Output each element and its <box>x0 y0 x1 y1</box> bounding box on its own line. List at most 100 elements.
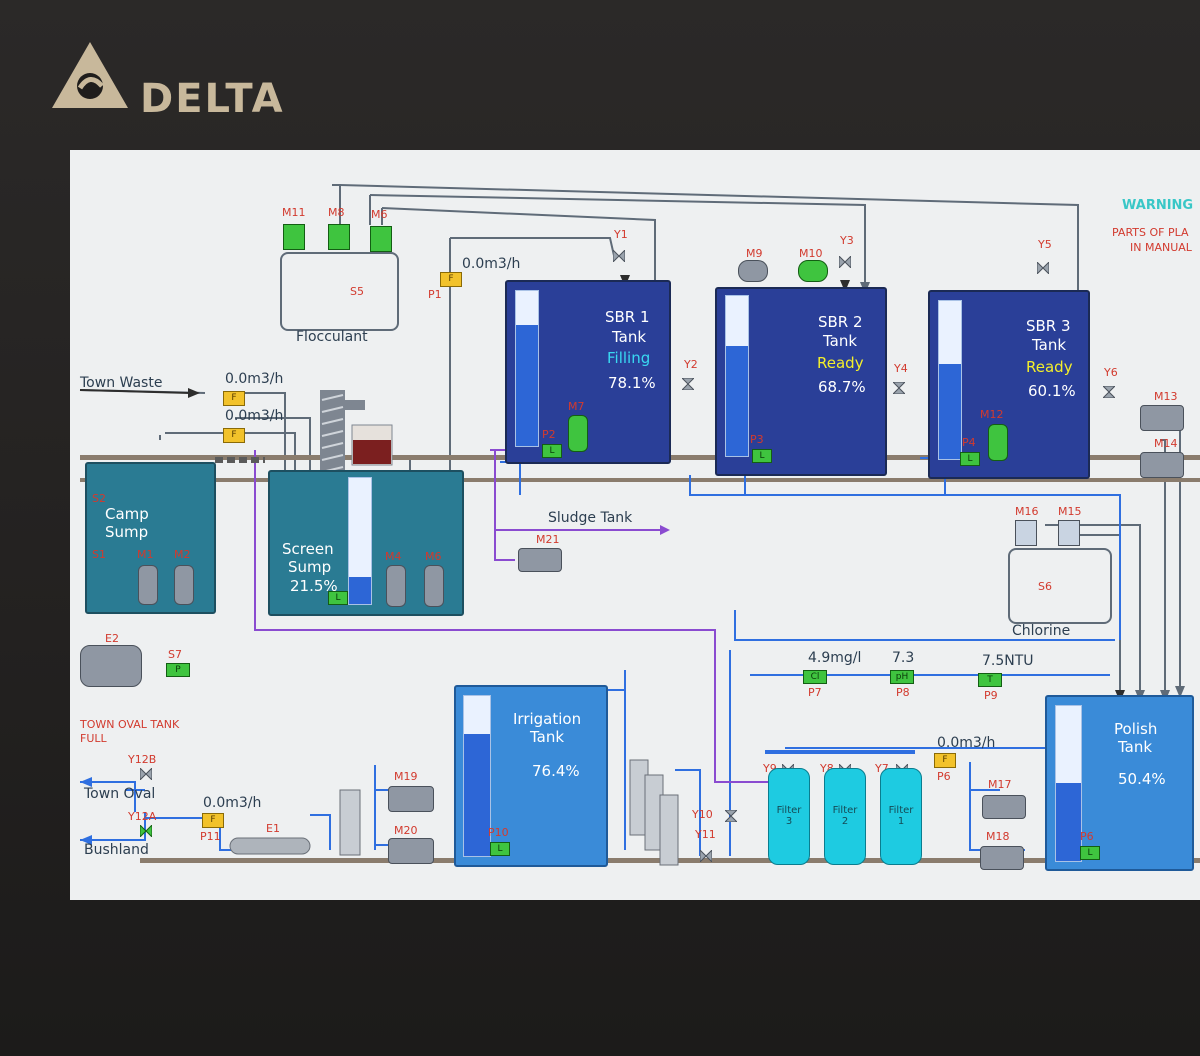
irrigation-level-gauge <box>463 695 491 857</box>
polish-pressure-label: P6 <box>1080 830 1094 843</box>
sbr3-level-tag[interactable]: L <box>960 452 980 466</box>
sbr2-motor-m10-label: M10 <box>799 247 823 260</box>
dosing-pump-m11-icon[interactable] <box>283 224 305 250</box>
hmi-screen: WARNING PARTS OF PLA IN MANUAL M11 M8 M6… <box>70 150 1200 900</box>
blower-m10-icon[interactable] <box>798 260 828 282</box>
polish-pump-m18-icon[interactable] <box>980 846 1024 870</box>
p1-flowmeter-tag[interactable]: F <box>440 272 462 287</box>
sbr1-status: Filling <box>607 349 651 367</box>
turbidity-analyzer-tag[interactable]: T <box>978 673 1002 687</box>
valve-y1-icon[interactable] <box>613 250 625 262</box>
dosing-pump-m8-icon[interactable] <box>328 224 350 250</box>
filter-2[interactable]: Filter 2 <box>824 768 866 865</box>
sbr1-title-2: Tank <box>612 328 647 346</box>
sbr1-level-tag[interactable]: L <box>542 444 562 458</box>
filter-1[interactable]: Filter 1 <box>880 768 922 865</box>
valve-y6-icon[interactable] <box>1103 386 1115 398</box>
flocculant-motor-2-label: M8 <box>328 206 345 219</box>
warning-title: WARNING <box>1122 198 1194 213</box>
sbr3-valve-out-label: Y6 <box>1104 366 1118 379</box>
dosing-pump-m16-icon[interactable] <box>1015 520 1037 546</box>
p11-flow: 0.0m3/h <box>203 795 262 811</box>
screen-sump-level-text: 21.5% <box>290 577 338 595</box>
sbr2-motor-m9-label: M9 <box>746 247 763 260</box>
camp-pump-m1-icon[interactable] <box>138 565 158 605</box>
compressor-sensor-label: S7 <box>168 648 182 661</box>
chlorine-motor-m16-label: M16 <box>1015 505 1039 518</box>
compressor-e2-icon[interactable] <box>80 645 142 687</box>
sbr2-level-tag[interactable]: L <box>752 449 772 463</box>
screen-pump-m4-icon[interactable] <box>386 565 406 607</box>
polish-pump-m17-icon[interactable] <box>982 795 1026 819</box>
screen-pump-m6-icon[interactable] <box>424 565 444 607</box>
filter-3-number: 3 <box>785 816 793 827</box>
valve-y12a-icon[interactable] <box>140 825 152 837</box>
dosing-pump-m15-icon[interactable] <box>1058 520 1080 546</box>
sludge-pump-label: M21 <box>536 533 560 546</box>
valve-y10-icon[interactable] <box>725 810 737 822</box>
valve-y11-icon[interactable] <box>700 850 712 862</box>
sbr2-pressure-label: P3 <box>750 433 764 446</box>
irrigation-pump-m19-icon[interactable] <box>388 786 434 812</box>
ph-analyzer-value: 7.3 <box>892 650 915 666</box>
sbr2-valve-out-label: Y4 <box>894 362 908 375</box>
compressor-pressure-tag[interactable]: P <box>166 663 190 677</box>
flocculant-tank <box>280 252 399 331</box>
sbr3-title-1: SBR 3 <box>1026 317 1071 335</box>
blower-m9-icon[interactable] <box>738 260 768 282</box>
blower-m13-icon[interactable] <box>1140 405 1184 431</box>
chlorine-analyzer-id: P7 <box>808 686 822 699</box>
screen-sump-level-gauge <box>348 477 372 605</box>
camp-flowmeter-tag[interactable]: F <box>223 428 245 443</box>
heat-exchanger-id: E1 <box>266 822 280 835</box>
irrigation-pump-m20-icon[interactable] <box>388 838 434 864</box>
camp-pump-m1-label: M1 <box>137 548 154 561</box>
alarm-line-1: TOWN OVAL TANK <box>80 718 180 731</box>
sbr1-pump-icon[interactable] <box>568 415 588 452</box>
blower-m14-icon[interactable] <box>1140 452 1184 478</box>
irrigation-pressure-label: P10 <box>488 826 509 839</box>
p6-flowmeter-tag[interactable]: F <box>934 753 956 768</box>
sbr3-level-gauge <box>938 300 962 460</box>
irrigation-level-tag[interactable]: L <box>490 842 510 856</box>
filter-3[interactable]: Filter 3 <box>768 768 810 865</box>
dosing-pump-m6-icon[interactable] <box>370 226 392 252</box>
sludge-pump-m21-icon[interactable] <box>518 548 562 572</box>
valve-y4-icon[interactable] <box>893 382 905 394</box>
camp-pump-m2-icon[interactable] <box>174 565 194 605</box>
town-waste-flowmeter-tag[interactable]: F <box>223 391 245 406</box>
camp-sump-tank[interactable] <box>85 462 216 614</box>
alarm-line-2: FULL <box>80 732 107 745</box>
sbr2-status: Ready <box>817 354 864 372</box>
turbidity-analyzer-value: 7.5NTU <box>982 653 1034 669</box>
screen-sump-level-fill <box>349 576 371 604</box>
camp-pump-m2-label: M2 <box>174 548 191 561</box>
sbr1-level-gauge <box>515 290 539 447</box>
ph-analyzer-tag[interactable]: pH <box>890 670 914 684</box>
sbr3-pump-icon[interactable] <box>988 424 1008 461</box>
camp-sump-title-1: Camp <box>105 505 149 523</box>
chlorine-sensor-label: S6 <box>1038 580 1052 593</box>
flocculant-label: Flocculant <box>296 329 368 345</box>
valve-y5-icon[interactable] <box>1037 262 1049 274</box>
sbr1-valve-in-label: Y1 <box>614 228 628 241</box>
irrigation-title-2: Tank <box>530 728 565 746</box>
camp-flow: 0.0m3/h <box>225 408 284 424</box>
valve-y2-icon[interactable] <box>682 378 694 390</box>
flocculant-motor-1-label: M11 <box>282 206 306 219</box>
p11-id: P11 <box>200 830 221 843</box>
valve-y12b-label: Y12B <box>128 753 157 766</box>
polish-level-tag[interactable]: L <box>1080 846 1100 860</box>
sbr3-title-2: Tank <box>1032 336 1067 354</box>
p11-flowmeter-tag[interactable]: F <box>202 813 224 828</box>
screen-sump-level-tag[interactable]: L <box>328 591 348 605</box>
chlorine-analyzer-tag[interactable]: Cl <box>803 670 827 684</box>
sbr3-status: Ready <box>1026 358 1073 376</box>
screen-pump-m4-label: M4 <box>385 550 402 563</box>
valve-y12b-icon[interactable] <box>140 768 152 780</box>
valve-y11-label: Y11 <box>695 828 716 841</box>
turbidity-analyzer-id: P9 <box>984 689 998 702</box>
valve-y3-icon[interactable] <box>839 256 851 268</box>
town-oval-label: Town Oval <box>84 786 156 802</box>
sbr1-pressure-label: P2 <box>542 428 556 441</box>
